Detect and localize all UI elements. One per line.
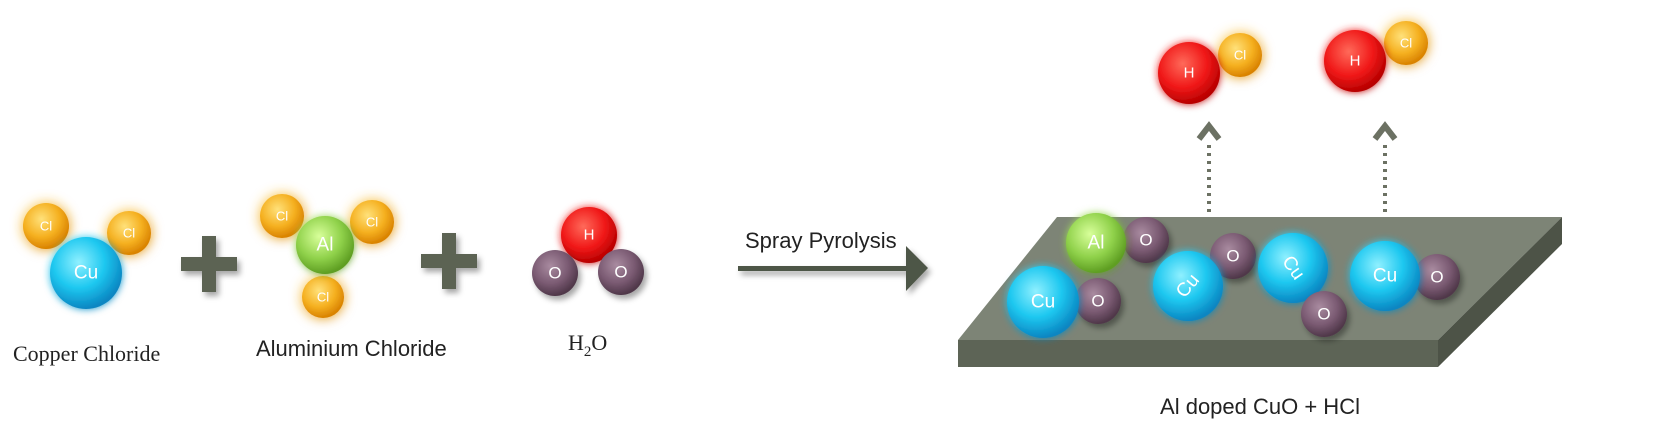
h-label: H bbox=[1184, 65, 1195, 82]
water-caption-o: O bbox=[591, 330, 607, 355]
water-caption: H2O bbox=[568, 330, 607, 360]
cl-label: Cl bbox=[366, 215, 378, 230]
o-atom bbox=[532, 250, 578, 296]
cu-atom bbox=[1007, 266, 1079, 338]
o-atom bbox=[1075, 278, 1121, 324]
cl-atom bbox=[107, 211, 151, 255]
aluminium-chloride-molecule: Cl Cl Cl Al bbox=[260, 194, 394, 318]
o-label: O bbox=[1091, 292, 1104, 311]
cl-atom bbox=[260, 194, 304, 238]
water-caption-h: H bbox=[568, 330, 584, 355]
hcl-molecule: Cl H bbox=[1324, 21, 1428, 92]
process-label: Spray Pyrolysis bbox=[745, 228, 897, 253]
o-atom bbox=[1210, 233, 1256, 279]
cl-atom bbox=[23, 203, 69, 249]
o-label: O bbox=[1317, 305, 1330, 324]
cl-atom bbox=[302, 276, 344, 318]
cu-atom bbox=[1350, 241, 1420, 311]
water-molecule: H O O bbox=[532, 207, 644, 296]
cl-atom bbox=[1384, 21, 1428, 65]
plus-sign bbox=[181, 236, 237, 292]
h-atom bbox=[1158, 42, 1220, 104]
o-label: O bbox=[1139, 231, 1152, 250]
h-atom bbox=[1324, 30, 1386, 92]
substrate-atoms: O Al O Cu O Cu Cu O bbox=[1007, 213, 1460, 338]
o-atom bbox=[598, 249, 644, 295]
cl-label: Cl bbox=[276, 209, 288, 224]
cl-atom bbox=[350, 200, 394, 244]
o-label: O bbox=[1226, 247, 1239, 266]
aluminium-chloride-caption: Aluminium Chloride bbox=[256, 336, 447, 361]
cu-label: Cu bbox=[74, 263, 98, 284]
dotted-arrow-up bbox=[1372, 121, 1398, 212]
h-label: H bbox=[584, 227, 595, 244]
copper-chloride-caption: Copper Chloride bbox=[13, 341, 160, 366]
cl-label: Cl bbox=[1400, 36, 1412, 51]
hcl-molecule: Cl H bbox=[1158, 33, 1262, 104]
cl-label: Cl bbox=[40, 219, 52, 234]
al-atom bbox=[296, 216, 354, 274]
h-label: H bbox=[1350, 53, 1361, 70]
cl-atom bbox=[1218, 33, 1262, 77]
o-atom bbox=[1414, 254, 1460, 300]
cl-label: Cl bbox=[317, 290, 329, 305]
h-atom bbox=[561, 207, 617, 263]
cu-atom bbox=[1153, 251, 1223, 321]
cu-label: Cu bbox=[1373, 266, 1397, 287]
al-label: Al bbox=[1088, 233, 1105, 254]
o-label: O bbox=[614, 263, 627, 282]
al-atom bbox=[1066, 213, 1126, 273]
o-atom bbox=[1301, 291, 1347, 337]
water-caption-sub: 2 bbox=[584, 344, 592, 360]
reaction-arrow bbox=[738, 246, 928, 291]
o-label: O bbox=[1430, 268, 1443, 287]
al-label: Al bbox=[317, 235, 334, 256]
cu-label: Cu bbox=[1031, 292, 1055, 313]
product-caption: Al doped CuO + HCl bbox=[1160, 394, 1360, 419]
o-label: O bbox=[548, 264, 561, 283]
cu-atom bbox=[1258, 233, 1328, 303]
copper-chloride-molecule: Cl Cl Cu bbox=[23, 203, 151, 309]
dotted-arrow-up bbox=[1196, 121, 1222, 212]
plus-sign bbox=[421, 233, 477, 289]
cl-label: Cl bbox=[1234, 48, 1246, 63]
o-atom bbox=[1123, 217, 1169, 263]
cu-atom bbox=[50, 237, 122, 309]
cl-label: Cl bbox=[123, 226, 135, 241]
